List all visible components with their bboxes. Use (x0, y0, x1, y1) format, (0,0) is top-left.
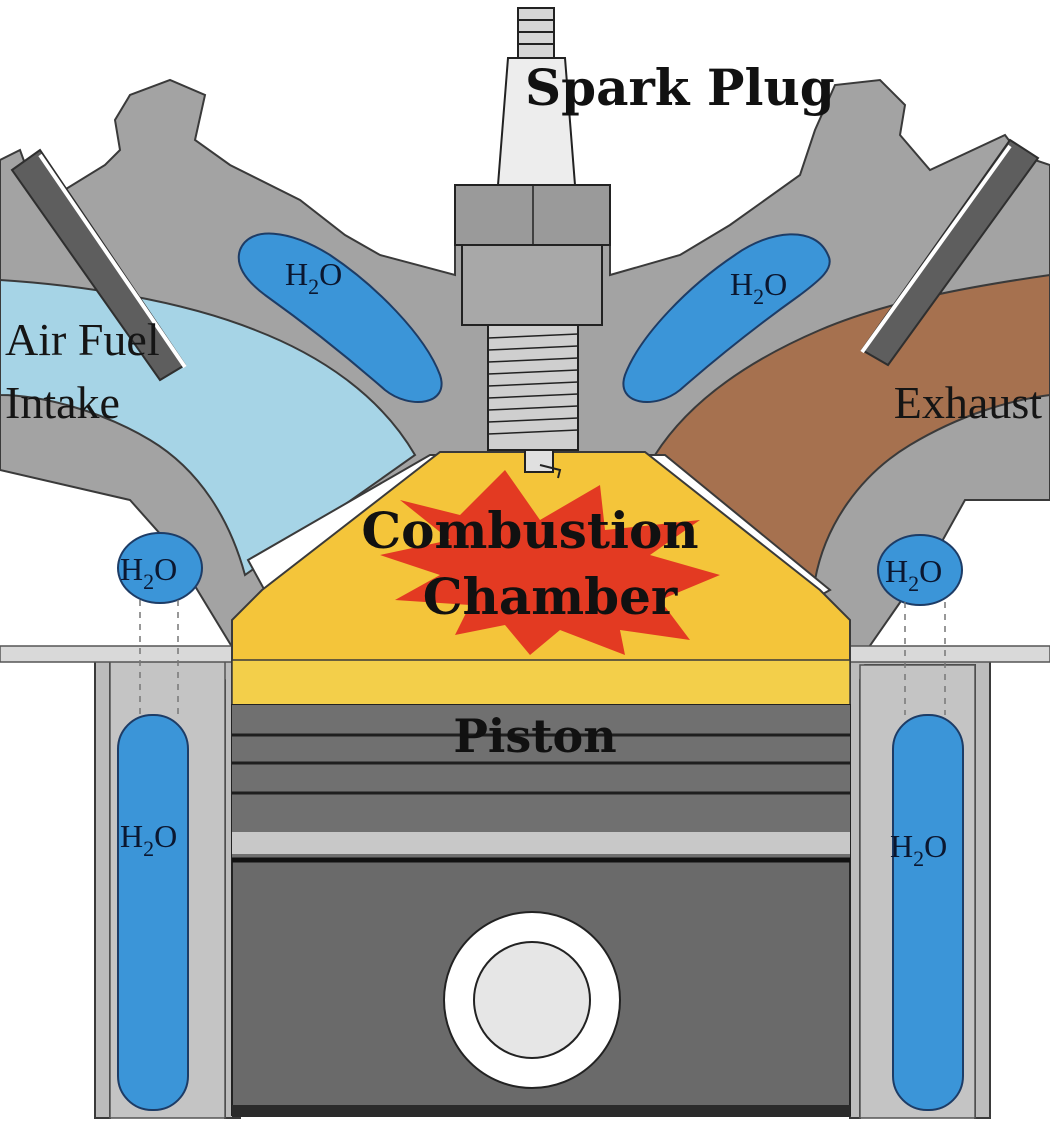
coolant-jacket-left-small (117, 532, 203, 604)
h2o-right-block: H2O (890, 828, 947, 871)
h2o-left-block: H2O (120, 818, 177, 861)
label-intake: Intake (5, 377, 120, 428)
spark-burst (380, 470, 720, 655)
coolant-jacket-right-block (892, 714, 964, 1111)
label-chamber: Chamber (423, 567, 678, 626)
coolant-jacket-right-small (877, 534, 963, 606)
label-spark-plug: Spark Plug (525, 58, 835, 117)
coolant-jacket-head-left (237, 232, 443, 403)
h2o-head-right: H2O (730, 266, 787, 309)
coolant-jacket-head-right (622, 233, 831, 403)
h2o-left-small: H2O (120, 551, 177, 594)
label-piston: Piston (453, 709, 616, 763)
label-air-fuel: Air Fuel (5, 314, 160, 365)
h2o-head-left: H2O (285, 256, 342, 299)
piston-crown (231, 659, 851, 706)
coolant-jacket-left-block (117, 714, 189, 1111)
wrist-pin (473, 941, 591, 1059)
h2o-right-small: H2O (885, 553, 942, 596)
spark-plug (454, 7, 611, 479)
piston (231, 704, 851, 1117)
label-exhaust: Exhaust (894, 377, 1042, 428)
intake-port (0, 278, 417, 577)
label-combustion: Combustion (361, 501, 698, 560)
